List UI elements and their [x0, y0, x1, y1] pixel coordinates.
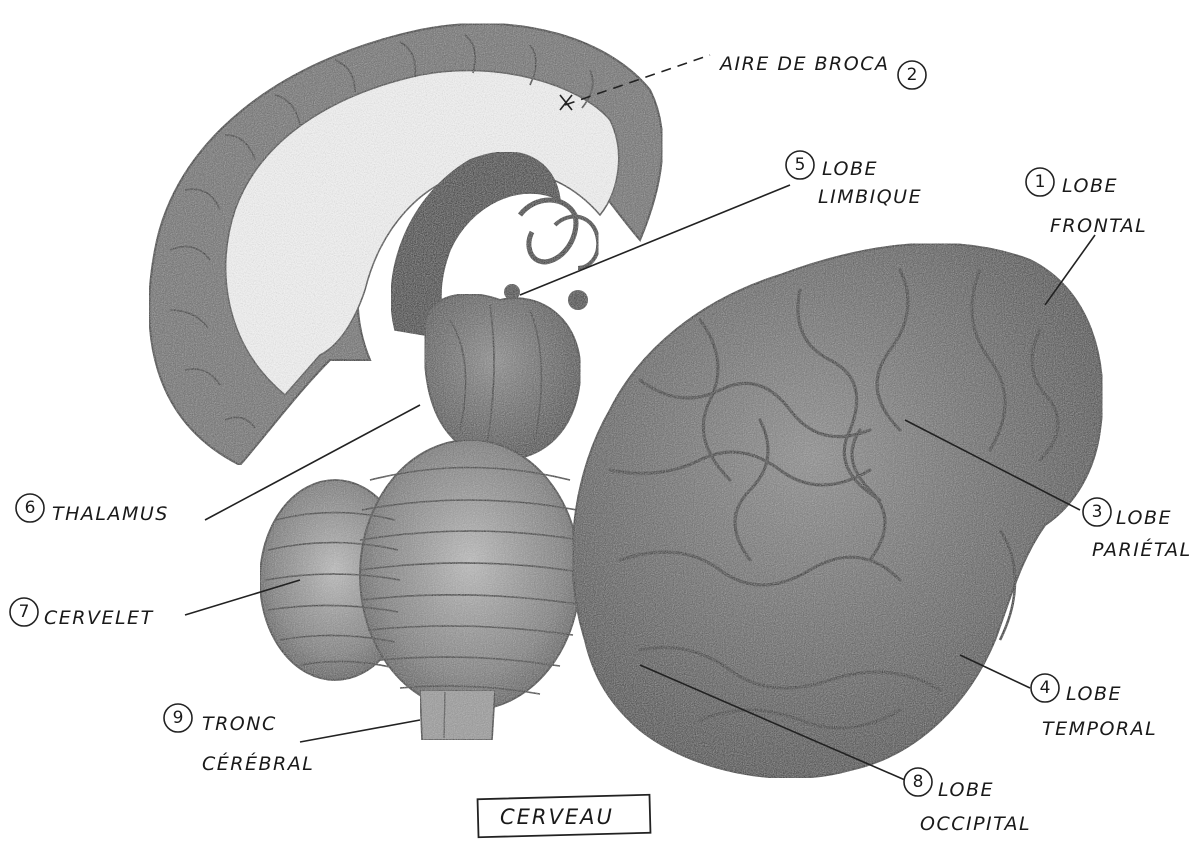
label-temporal-line2: TEMPORAL [1042, 718, 1157, 740]
label-tronc-number: 9 [173, 708, 184, 728]
label-limbique-line2: LIMBIQUE [818, 186, 922, 208]
label-parietal-line1: LOBE [1116, 507, 1172, 529]
cerebellum-structure [260, 440, 580, 710]
label-parietal-line2: PARIÉTAL [1092, 538, 1192, 561]
label-frontal-number: 1 [1035, 172, 1046, 192]
label-cervelet-text: CERVELET [44, 607, 154, 629]
hemisphere-structure [573, 244, 1103, 778]
label-temporal-number: 4 [1040, 678, 1051, 698]
label-temporal: 4 LOBE TEMPORAL [960, 655, 1157, 740]
label-thalamus-text: THALAMUS [52, 503, 169, 525]
diagram-title: CERVEAU [478, 795, 651, 837]
label-frontal-line2: FRONTAL [1050, 215, 1147, 237]
diagram-title-text: CERVEAU [500, 805, 614, 829]
label-broca-text: AIRE DE BROCA [718, 53, 889, 75]
label-thalamus-number: 6 [25, 498, 36, 518]
label-limbique-number: 5 [795, 155, 806, 175]
label-occipital-number: 8 [913, 772, 924, 792]
label-cervelet: 7 CERVELET [10, 580, 300, 629]
label-tronc-line2: CÉRÉBRAL [202, 752, 314, 775]
label-occipital-line2: OCCIPITAL [920, 813, 1031, 835]
label-limbique-line1: LOBE [822, 158, 878, 180]
label-parietal-number: 3 [1092, 502, 1103, 522]
label-cervelet-number: 7 [19, 602, 30, 622]
label-temporal-line1: LOBE [1066, 683, 1122, 705]
label-occipital-line1: LOBE [938, 779, 994, 801]
label-broca-number: 2 [907, 65, 918, 85]
thalamus-structure [425, 294, 581, 460]
label-frontal-line1: LOBE [1062, 175, 1118, 197]
label-tronc-line1: TRONC [202, 713, 277, 735]
brainstem-structure [420, 690, 495, 740]
label-tronc: 9 TRONC CÉRÉBRAL [164, 704, 420, 775]
